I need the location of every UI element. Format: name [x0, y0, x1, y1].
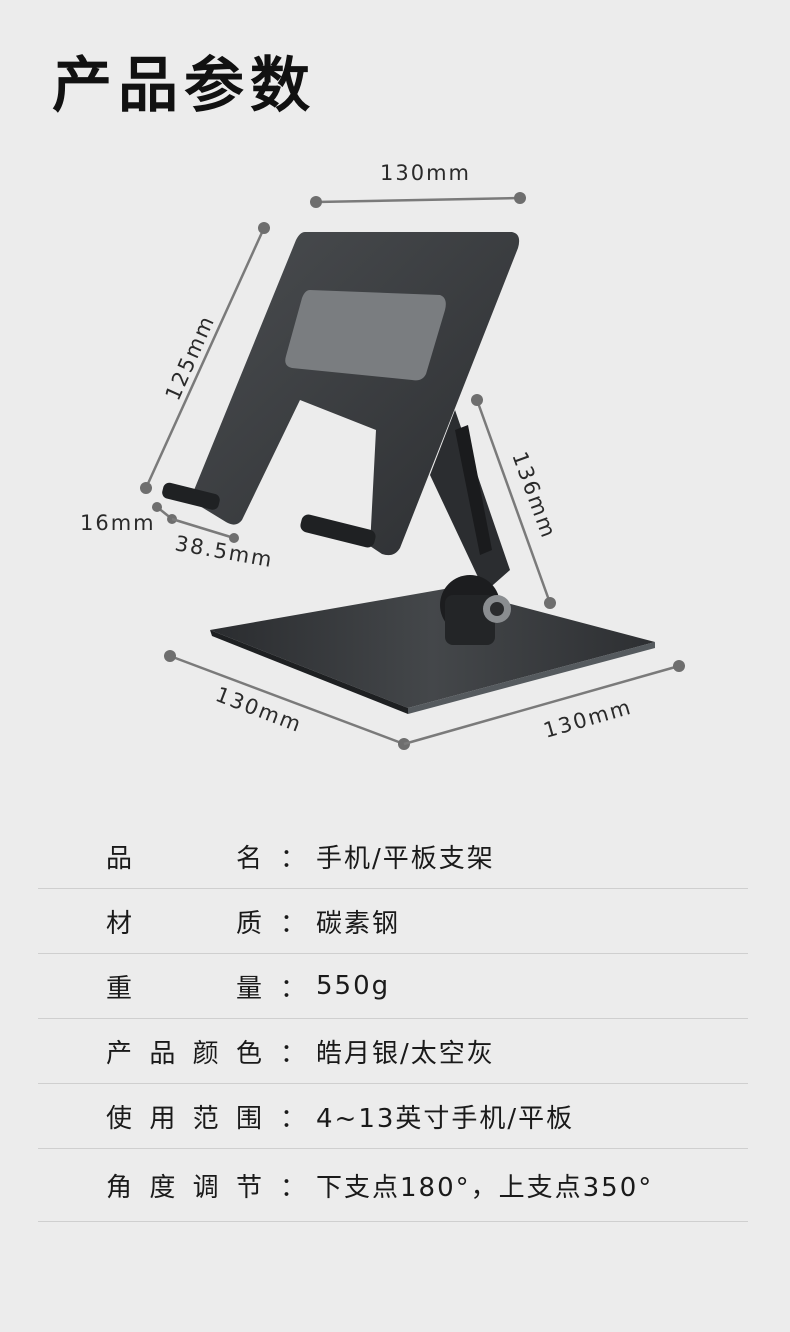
holder-panel: [162, 232, 520, 556]
spec-row-weight: 重 量 ： 550g: [38, 954, 748, 1019]
product-diagram: 130mm 125mm 136mm 16mm 38.5mm 130mm 130m…: [80, 161, 685, 750]
spec-label-char: 量: [235, 973, 262, 1004]
spec-value: 4~13英寸手机/平板: [316, 1103, 575, 1134]
dim-arm: 136mm: [507, 449, 561, 543]
spec-label-char: 材: [106, 908, 133, 939]
spec-value: 手机/平板支架: [316, 843, 495, 874]
spec-value: 下支点180°，上支点350°: [316, 1172, 654, 1203]
dim-lip: 16mm: [80, 511, 156, 535]
spec-row-material: 材 质 ： 碳素钢: [38, 889, 748, 954]
spec-colon: ：: [279, 843, 306, 874]
spec-label-char: 范: [192, 1103, 219, 1134]
page-title: 产品参数: [52, 51, 316, 121]
spec-label-char: 用: [149, 1103, 176, 1134]
spec-label-char: 名: [235, 843, 262, 874]
spec-label-char: 色: [235, 1038, 262, 1069]
spec-label-char: 质: [235, 908, 262, 939]
spec-label-char: 围: [235, 1103, 262, 1134]
spec-table: 品 名 ： 手机/平板支架 材 质 ： 碳素钢 重 量 ： 550g 产 品 颜…: [38, 824, 748, 1222]
spec-row-name: 品 名 ： 手机/平板支架: [38, 824, 748, 889]
spec-value: 碳素钢: [316, 908, 401, 939]
stand-base: [210, 588, 655, 714]
dim-hook: 38.5mm: [173, 531, 275, 572]
spec-colon: ：: [279, 973, 306, 1004]
spec-label-char: 节: [235, 1172, 262, 1203]
spec-label-char: 品: [106, 843, 133, 874]
spec-label-char: 重: [106, 973, 133, 1004]
spec-row-range: 使 用 范 围 ： 4~13英寸手机/平板: [38, 1084, 748, 1149]
support-arm: [430, 410, 511, 645]
spec-label-char: 度: [149, 1172, 176, 1203]
spec-row-angle: 角 度 调 节 ： 下支点180°，上支点350°: [38, 1149, 748, 1222]
spec-value: 皓月银/太空灰: [316, 1038, 495, 1069]
spec-label-char: 使: [106, 1103, 133, 1134]
spec-label-char: 颜: [192, 1038, 219, 1069]
spec-colon: ：: [279, 1103, 306, 1134]
spec-label-char: 品: [149, 1038, 176, 1069]
spec-colon: ：: [279, 1038, 306, 1069]
spec-colon: ：: [279, 908, 306, 939]
spec-label-char: 调: [192, 1172, 219, 1203]
spec-label-char: 产: [106, 1038, 133, 1069]
dimension-lines: [140, 192, 685, 750]
spec-row-color: 产 品 颜 色 ： 皓月银/太空灰: [38, 1019, 748, 1084]
dim-top-width: 130mm: [380, 161, 471, 185]
spec-value: 550g: [316, 971, 391, 1001]
spec-label-char: 角: [106, 1172, 133, 1203]
spec-colon: ：: [279, 1172, 306, 1203]
